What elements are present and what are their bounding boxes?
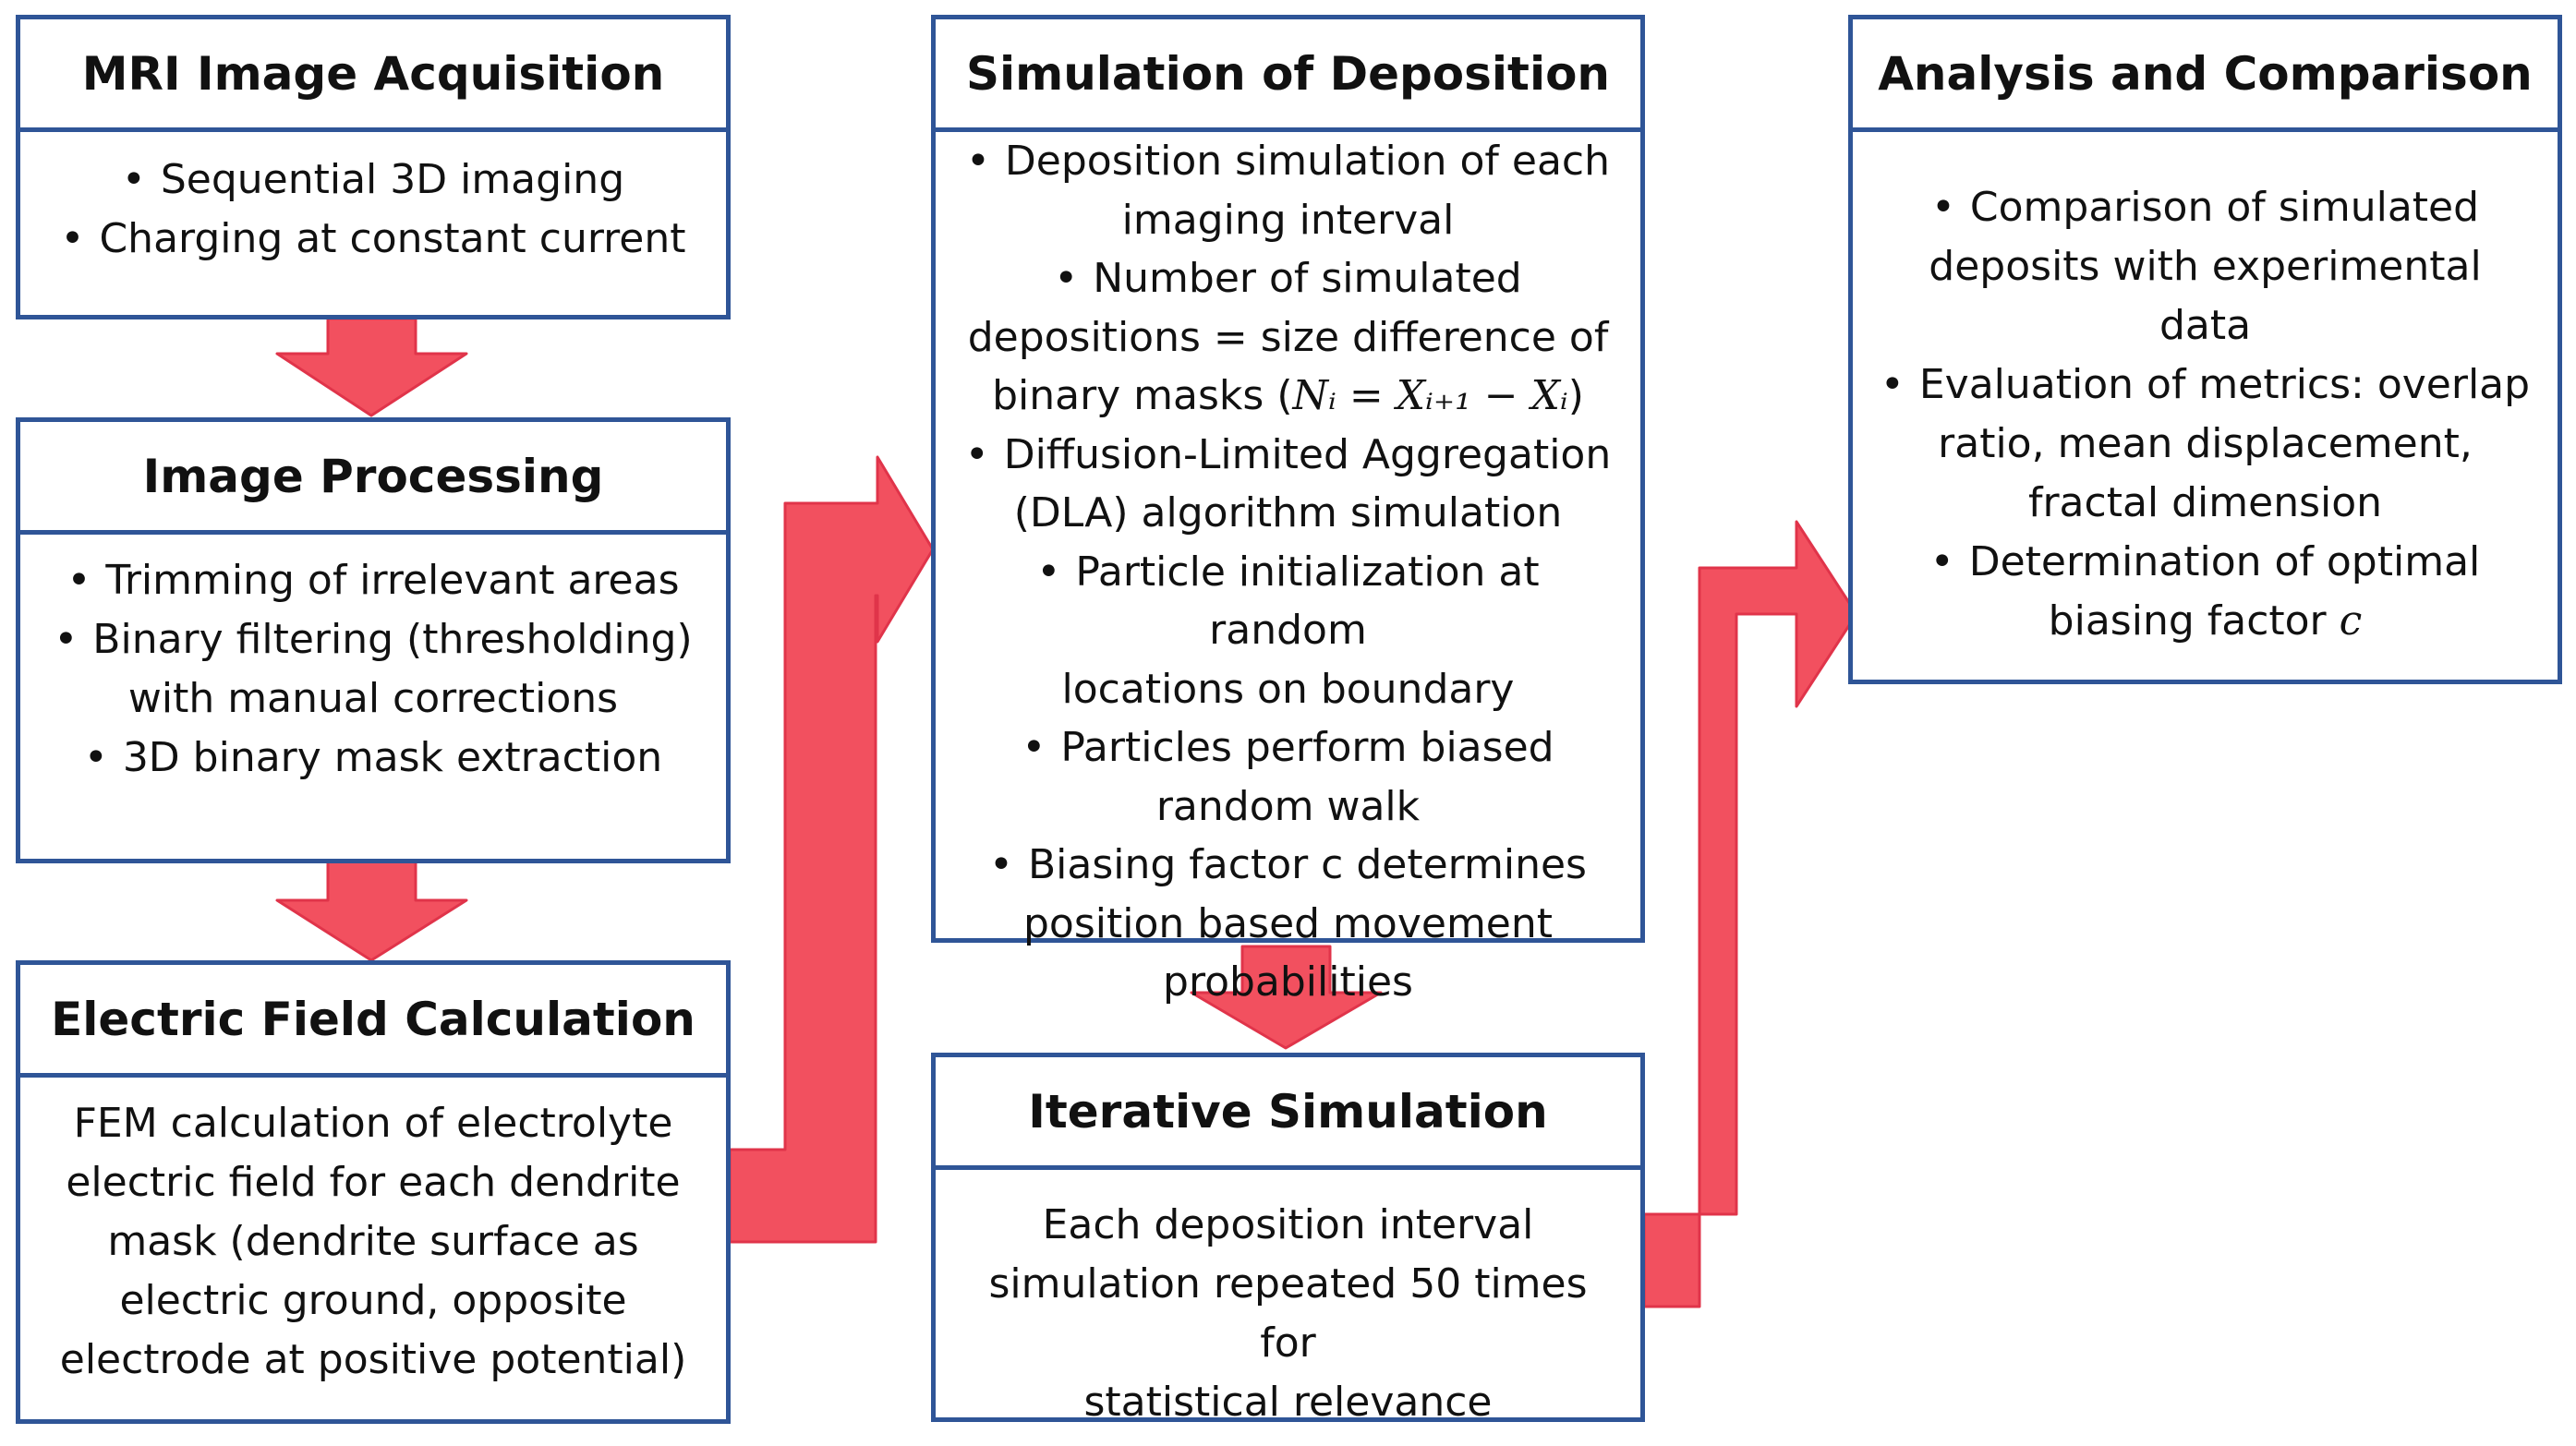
analysis-and-comparison-box: Analysis and Comparison Comparison of si… <box>1848 15 2562 684</box>
iterative-simulation-body: Each deposition interval simulation repe… <box>936 1170 1640 1432</box>
bullet-continuation: random walk <box>1155 782 1421 830</box>
bullet-item: Particles perform biased <box>1022 718 1554 777</box>
mask-difference-formula: Nᵢ = Xᵢ₊₁ − Xᵢ <box>1292 372 1568 419</box>
bullet-continuation: deposits with experimental <box>1929 243 2482 290</box>
bullet-continuation: with manual corrections <box>127 675 619 722</box>
bullet-item: Comparison of simulated <box>1931 178 2479 237</box>
iterative-simulation-title: Iterative Simulation <box>936 1057 1640 1170</box>
image-processing-box: Image Processing Trimming of irrelevant … <box>16 417 731 863</box>
bullet-item: 3D binary mask extraction <box>84 729 662 788</box>
bullet-continuation: locations on boundary <box>1061 665 1515 713</box>
bullet-continuation: (DLA) algorithm simulation <box>1013 489 1563 536</box>
simulation-of-deposition-box: Simulation of Deposition Deposition simu… <box>931 15 1645 1006</box>
text-line: FEM calculation of electrolyte <box>73 1100 673 1147</box>
bullet-item: Trimming of irrelevant areas <box>54 551 692 610</box>
arrow-field-to-simulation <box>728 455 935 1244</box>
bullet-item: Evaluation of metrics: overlap <box>1881 355 2530 415</box>
mri-image-acquisition-body: Sequential 3D imaging Charging at consta… <box>20 132 726 315</box>
image-processing-title: Image Processing <box>20 422 726 535</box>
text-line: electric ground, opposite <box>119 1277 627 1324</box>
image-processing-body: Trimming of irrelevant areas Binary filt… <box>20 535 726 859</box>
formula-prefix: binary masks ( <box>992 372 1293 419</box>
bullet-item: Sequential 3D imaging <box>61 151 686 210</box>
bullet-continuation: position based movement <box>1022 899 1554 947</box>
biasing-factor-text: biasing factor <box>2048 597 2327 645</box>
bullet-item: Deposition simulation of each <box>966 132 1610 191</box>
bullet-continuation: fractal dimension <box>2027 479 2383 526</box>
bullet-continuation: imaging interval <box>1121 196 1455 244</box>
analysis-and-comparison-title: Analysis and Comparison <box>1853 19 2558 132</box>
bullet-continuation: data <box>2159 302 2252 349</box>
bullet-continuation-formula-line: binary masks (Nᵢ = Xᵢ₊₁ − Xᵢ) <box>992 367 1584 426</box>
simulation-of-deposition-title: Simulation of Deposition <box>936 19 1640 132</box>
arrow-iterative-to-analysis <box>1642 520 1858 1308</box>
bullet-continuation: depositions = size difference of <box>967 313 1609 361</box>
text-line: Each deposition interval <box>1042 1201 1534 1248</box>
bullet-continuation: probabilities <box>1163 958 1413 1006</box>
electric-field-calculation-box: Electric Field Calculation FEM calculati… <box>16 960 731 1424</box>
simulation-of-deposition-body: Deposition simulation of each imaging in… <box>936 132 1640 1012</box>
bullet-continuation: ratio, mean displacement, <box>1938 420 2473 467</box>
bullet-item: Charging at constant current <box>61 210 685 269</box>
bullet-item: Binary filtering (thresholding) <box>54 610 692 669</box>
text-line: electric field for each dendrite <box>66 1159 681 1206</box>
bullet-item: Particle initialization at random <box>958 543 1618 660</box>
arrow-processing-to-field <box>275 857 468 962</box>
text-line: electrode at positive potential) <box>59 1336 687 1383</box>
mri-image-acquisition-box: MRI Image Acquisition Sequential 3D imag… <box>16 15 731 319</box>
electric-field-calculation-title: Electric Field Calculation <box>20 965 726 1078</box>
bullet-item: Determination of optimal <box>1930 533 2481 592</box>
text-line: statistical relevance <box>1083 1379 1493 1426</box>
mri-image-acquisition-title: MRI Image Acquisition <box>20 19 726 132</box>
bullet-continuation-var-line: biasing factor c <box>2049 592 2363 651</box>
arrow-mri-to-processing <box>275 317 468 417</box>
bullet-item: Diffusion-Limited Aggregation <box>965 426 1612 485</box>
analysis-and-comparison-body: Comparison of simulated deposits with ex… <box>1853 132 2558 680</box>
bullet-item: Biasing factor c determines <box>989 836 1587 895</box>
bullet-item: Number of simulated <box>1054 249 1521 308</box>
electric-field-calculation-body: FEM calculation of electrolyte electric … <box>20 1078 726 1419</box>
text-line: simulation repeated 50 times for <box>988 1260 1588 1367</box>
formula-suffix: ) <box>1567 372 1584 419</box>
arrow-simulation-to-iterative <box>1190 945 1383 1050</box>
text-line: mask (dendrite surface as <box>107 1218 639 1265</box>
iterative-simulation-box: Iterative Simulation Each deposition int… <box>931 1053 1645 1426</box>
biasing-factor-symbol: c <box>2339 597 2363 645</box>
